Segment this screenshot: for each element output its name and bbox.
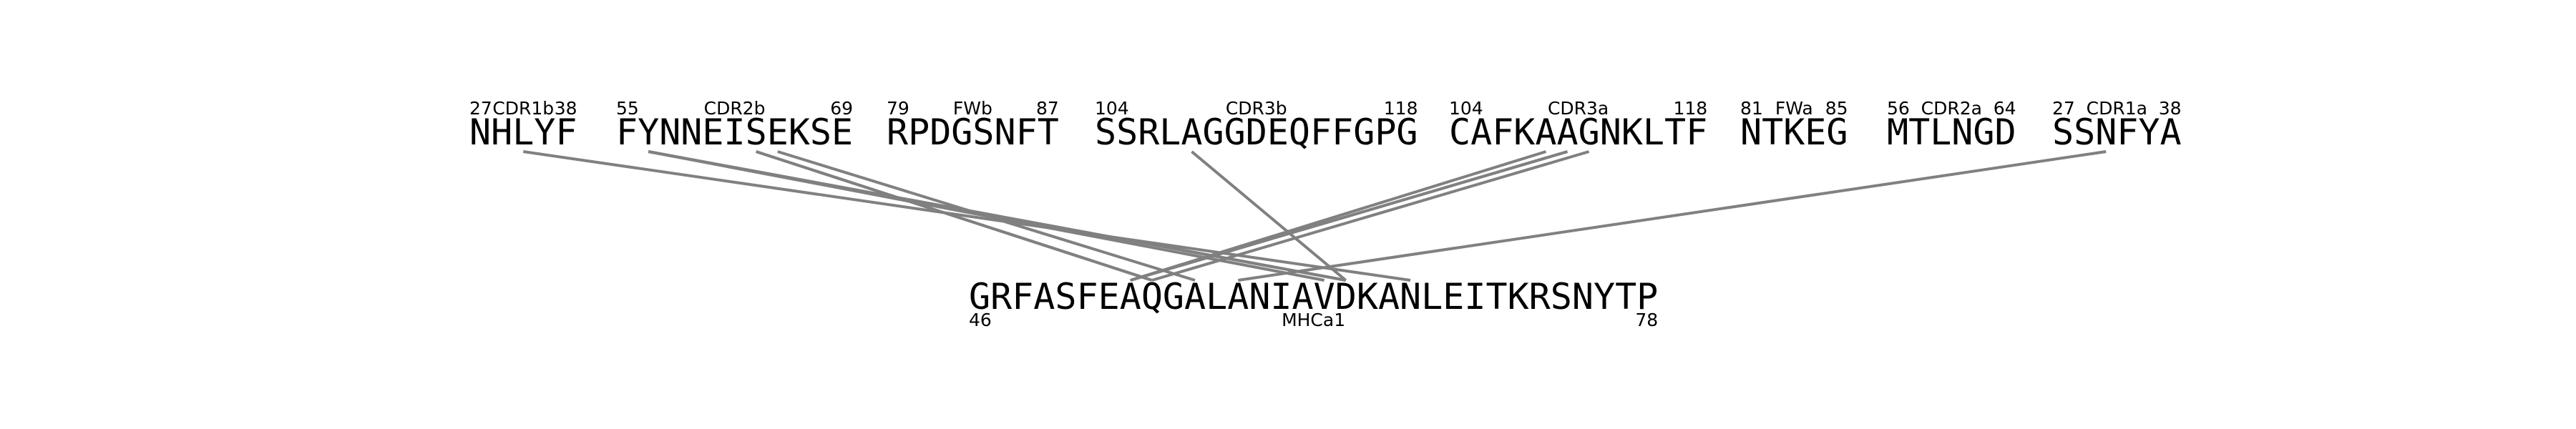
segment-fwa-region-label: FWa — [1775, 98, 1813, 119]
segment-cdr3b-end-number: 118 — [1384, 98, 1418, 119]
segment-cdr2a-end-number: 64 — [1994, 98, 2016, 119]
segment-fwb-start-number: 79 — [887, 98, 909, 119]
target-mhca1-sequence: GRFASFEAQGALANIAVDKANLEITKRSNYTP — [969, 276, 1658, 317]
segment-cdr1a-region-label: CDR1a — [2087, 98, 2147, 119]
contact-lines — [522, 150, 2107, 282]
contact-line-cdr1b — [522, 150, 1411, 282]
target-mhca1-start-number: 46 — [969, 310, 992, 330]
contact-line-cdr3b — [1191, 150, 1347, 282]
segment-cdr2b-sequence: FYNNEISEKSE — [616, 112, 853, 153]
segment-cdr2b-start-number: 55 — [616, 98, 639, 119]
segment-cdr1a-end-number: 38 — [2159, 98, 2182, 119]
segment-cdr2b-end-number: 69 — [830, 98, 853, 119]
segment-cdr2a-sequence: MTLNGD — [1887, 112, 2016, 153]
segment-cdr2b-region-label: CDR2b — [704, 98, 766, 119]
segment-fwb-sequence: RPDGSNFT — [887, 112, 1059, 153]
segment-cdr1b-end-number: 38 — [555, 98, 577, 119]
segment-cdr3a-region-label: CDR3a — [1548, 98, 1609, 119]
segment-cdr1b-sequence: NHLYF — [469, 112, 577, 153]
segment-cdr3b-region-label: CDR3b — [1226, 98, 1287, 119]
segment-cdr3a-sequence: CAFKAAGNKLTF — [1449, 112, 1707, 153]
segment-cdr2a-region-label: CDR2a — [1921, 98, 1982, 119]
contact-line-cdr3a — [1130, 150, 1568, 282]
segment-cdr1b-start-number: 27 — [469, 98, 492, 119]
target-mhca1-region-label: MHCa1 — [1282, 310, 1345, 330]
segment-cdr3b-sequence: SSRLAGGDEQFFGPG — [1095, 112, 1418, 153]
segment-cdr1b-region-label: CDR1b — [492, 98, 554, 119]
segment-cdr3a-end-number: 118 — [1673, 98, 1707, 119]
segment-fwb-end-number: 87 — [1036, 98, 1059, 119]
segment-fwa-start-number: 81 — [1740, 98, 1763, 119]
segment-cdr1a-start-number: 27 — [2052, 98, 2075, 119]
contact-line-cdr3a — [1151, 150, 1590, 282]
segment-cdr3a-start-number: 104 — [1449, 98, 1483, 119]
contact-line-cdr1a — [1237, 150, 2107, 282]
contact-line-cdr2b — [777, 150, 1196, 282]
segment-fwa-end-number: 85 — [1825, 98, 1848, 119]
segment-cdr3b-start-number: 104 — [1095, 98, 1129, 119]
segment-fwa-sequence: NTKEG — [1740, 112, 1848, 153]
segment-cdr2a-start-number: 56 — [1887, 98, 1910, 119]
segment-cdr1a-sequence: SSNFYA — [2052, 112, 2182, 153]
target-mhca1-end-number: 78 — [1635, 310, 1658, 330]
segment-fwb-region-label: FWb — [953, 98, 992, 119]
contact-line-cdr2b — [756, 150, 1153, 282]
